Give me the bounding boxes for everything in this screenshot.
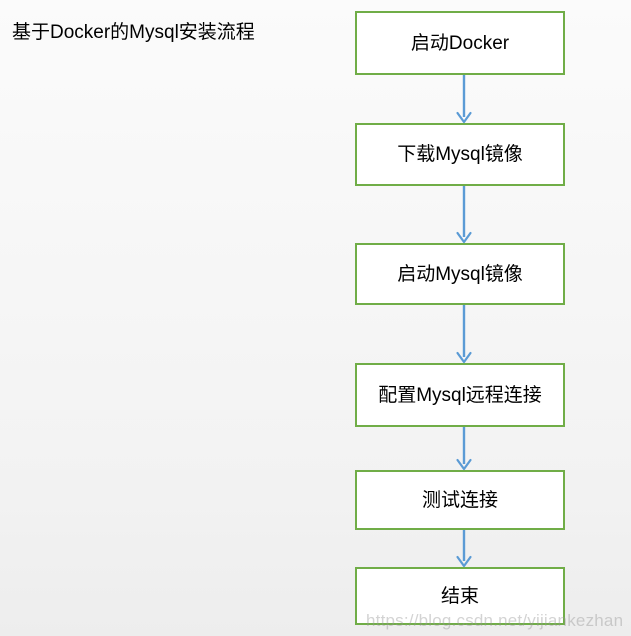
flow-node-test-connection[interactable]: 测试连接 — [355, 470, 565, 530]
flow-node-start-mysql-image[interactable]: 启动Mysql镜像 — [355, 243, 565, 305]
flow-node-label: 启动Mysql镜像 — [397, 263, 523, 285]
flow-node-label: 下载Mysql镜像 — [397, 144, 523, 165]
flow-node-end[interactable]: 结束 — [355, 567, 565, 625]
flow-node-configure-remote[interactable]: 配置Mysql远程连接 — [355, 363, 565, 427]
flow-connector-arrow — [434, 75, 494, 124]
flow-connector-arrow — [434, 427, 494, 471]
flow-node-download-mysql-image[interactable]: 下载Mysql镜像 — [355, 123, 565, 186]
flow-node-start-docker[interactable]: 启动Docker — [355, 11, 565, 75]
flow-node-label: 测试连接 — [421, 489, 498, 511]
flow-node-label: 配置Mysql远程连接 — [378, 384, 542, 406]
flow-connector-arrow — [434, 530, 494, 568]
flow-node-label: 启动Docker — [410, 32, 510, 54]
flow-node-label: 结束 — [440, 585, 479, 607]
watermark-text: https://blog.csdn.net/yijiankezhan — [366, 611, 624, 630]
flow-connector-arrow — [434, 186, 494, 244]
page-title: 基于Docker的Mysql安装流程 — [12, 22, 255, 43]
flow-connector-arrow — [434, 305, 494, 364]
